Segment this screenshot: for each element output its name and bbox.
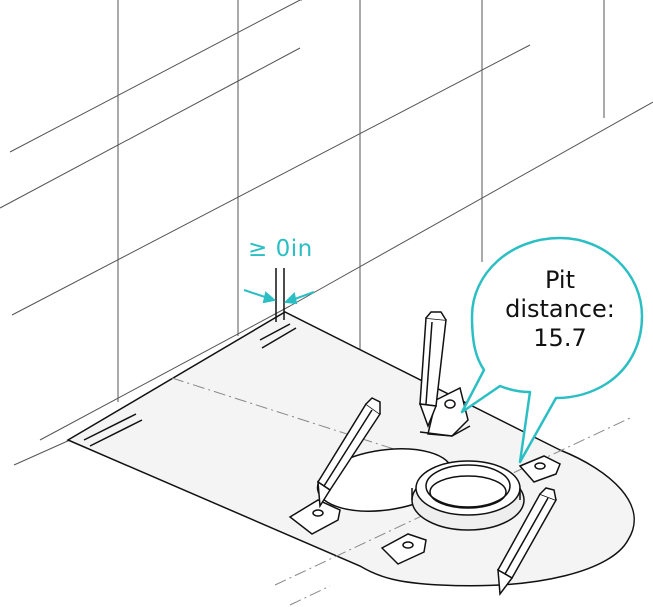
gap-dimension [243, 268, 315, 322]
callout-line-2: distance: [505, 295, 615, 323]
center-axis-lines [171, 377, 631, 606]
gap-label: ≥ 0in [248, 236, 313, 262]
callout-text: Pit distance: 15.7 [484, 266, 636, 353]
template-slots [83, 323, 297, 447]
callout-line-3: 15.7 [533, 324, 587, 352]
wall-tile-grid [0, 0, 653, 466]
callout-bubble [460, 236, 644, 464]
pencil-icon [316, 311, 558, 597]
callout-line-1: Pit [544, 266, 576, 294]
pipe-flange [411, 460, 525, 531]
mounting-tabs [288, 455, 561, 565]
wall-bracket [419, 386, 471, 437]
